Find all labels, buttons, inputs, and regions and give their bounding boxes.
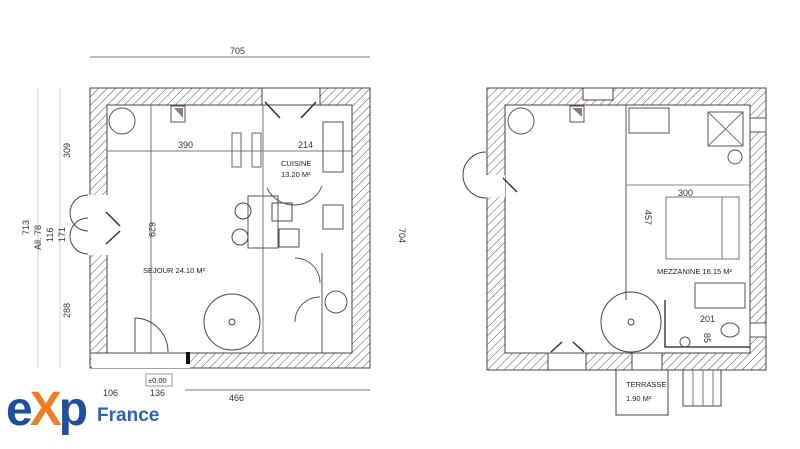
- terrace-area: 1.90 M²: [626, 394, 652, 403]
- exp-france-logo: eXp France: [6, 386, 159, 434]
- dim-opening-1: 116: [45, 228, 55, 242]
- dim-214: 214: [298, 140, 313, 150]
- mezzanine-label: MEZZANINE 16.15 M²: [657, 267, 733, 276]
- living-label: SEJOUR 24.10 M²: [143, 266, 206, 275]
- ground-inner-space: [106, 104, 353, 354]
- dim-opening-0: All. 78: [33, 225, 43, 250]
- dim-lower: 288: [62, 303, 72, 318]
- dim-upper: 309: [62, 143, 72, 158]
- level-label: ±0.00: [148, 376, 167, 385]
- dim-bottom-2: 466: [229, 393, 244, 403]
- dim-201: 201: [700, 314, 715, 324]
- dim-629: 629: [147, 222, 157, 237]
- ground-floor-plan: [37, 56, 371, 391]
- dim-390: 390: [178, 140, 193, 150]
- upper-floor-plan: [462, 87, 767, 416]
- kitchen-name: CUISINE: [281, 159, 311, 168]
- terrace-name: TERRASSE: [626, 380, 666, 389]
- dim-300: 300: [678, 188, 693, 198]
- dim-width: 705: [230, 46, 245, 56]
- dim-height-left: 713: [21, 220, 31, 235]
- dim-opening-2: 171: [57, 227, 67, 242]
- dim-457: 457: [643, 210, 653, 225]
- dim-85: 85: [702, 333, 712, 343]
- dim-height-right: 704: [397, 228, 407, 243]
- logo-p: p: [58, 383, 88, 436]
- dim-bottom-1: 136: [150, 388, 165, 398]
- kitchen-area: 13.20 M²: [281, 170, 311, 179]
- exp-logo-mark: eXp: [6, 383, 88, 436]
- dim-bottom-0: 106: [103, 388, 118, 398]
- logo-e: e: [6, 383, 33, 436]
- logo-x: X: [29, 383, 62, 436]
- logo-text: France: [97, 405, 160, 426]
